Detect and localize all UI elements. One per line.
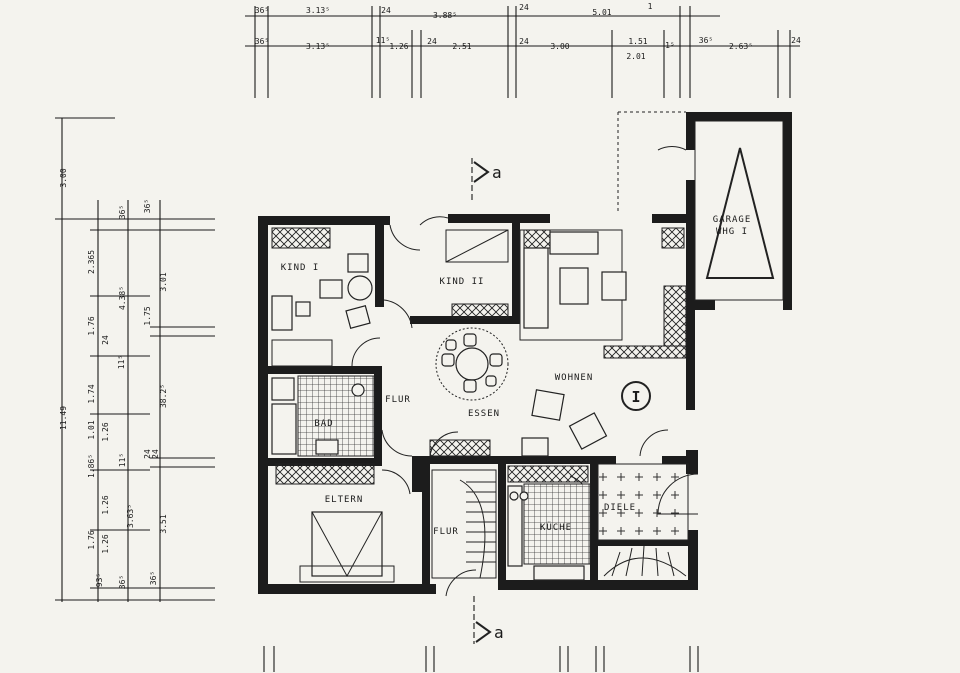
room-label-kind2: KIND II bbox=[440, 277, 485, 287]
room-label-wohnen: WOHNEN bbox=[555, 373, 594, 383]
dim-left-small-0: 36⁵ bbox=[118, 205, 127, 219]
dim-left-c3-7: 36⁵ bbox=[149, 571, 158, 585]
dim-top2-9: 2.01 bbox=[626, 52, 645, 61]
dim-left-c2-4: 3.63⁵ bbox=[126, 504, 135, 528]
dim-top1-6: 1 bbox=[648, 2, 653, 11]
dim-left-c1-5: 93⁵ bbox=[95, 573, 104, 587]
dim-top1-1: 3.13⁵ bbox=[306, 6, 330, 15]
dim-top2-0: 36⁵ bbox=[255, 37, 269, 46]
dim-left-c1-2: 1.74 bbox=[87, 384, 96, 403]
garage: GARAGE WHG I bbox=[617, 111, 792, 310]
dim-left-c2-6: 36⁵ bbox=[118, 575, 127, 589]
dim-top2-12: 2.63⁵ bbox=[729, 42, 753, 51]
dim-left-c1-1: 1.76 bbox=[87, 316, 96, 335]
left-dimension-chain: 3.00 11.49 2.365 1.76 1.74 1.86⁵ 1.76 93… bbox=[55, 117, 215, 602]
dim-left-c1-0: 2.365 bbox=[87, 250, 96, 274]
dim-left-small-3: 24 bbox=[143, 449, 152, 459]
dim-left-c3-1: 3.01 bbox=[159, 272, 168, 291]
dim-top2-3: 1.26 bbox=[389, 42, 408, 51]
dim-top2-6: 24 bbox=[519, 37, 529, 46]
dim-left-c3-3: 38.2⁵ bbox=[159, 384, 168, 408]
dim-left-c3-2: 1.75 bbox=[143, 306, 152, 325]
dim-top1-3: 3.88⁵ bbox=[433, 11, 457, 20]
dim-left-c3-5: 24 bbox=[151, 449, 160, 459]
room-label-kueche: KÜCHE bbox=[540, 522, 572, 533]
dim-left-c2-5: 1.26 bbox=[101, 534, 110, 553]
interior-walls bbox=[268, 223, 692, 586]
dim-left-c1-3: 1.86⁵ bbox=[87, 454, 96, 478]
dim-left-overall-0: 3.00 bbox=[59, 168, 68, 187]
dim-left-small-1: 1.26 bbox=[101, 495, 110, 514]
dim-top2-2: 11⁵ bbox=[376, 36, 390, 45]
dim-top1-2: 24 bbox=[381, 6, 391, 15]
room-label-flur-bottom: FLUR bbox=[433, 527, 459, 537]
dim-top1-5: 5.01 bbox=[592, 8, 611, 17]
room-label-eltern: ELTERN bbox=[325, 495, 364, 505]
dim-top2-10: 1⁵ bbox=[665, 41, 675, 50]
bottom-ticks bbox=[263, 646, 699, 672]
dim-left-c3-4: 11⁵ bbox=[117, 355, 126, 369]
room-label-flur-top: FLUR bbox=[385, 395, 411, 405]
room-label-diele: DIELE bbox=[604, 503, 636, 513]
dim-left-small-2: 11⁵ bbox=[118, 453, 127, 467]
section-mark-top: a bbox=[471, 158, 502, 200]
dim-top2-11: 36⁵ bbox=[699, 36, 713, 45]
top-dimension-ticks bbox=[254, 6, 791, 98]
furniture bbox=[271, 227, 689, 583]
section-label-bottom: a bbox=[494, 623, 504, 642]
room-label-garage-1: GARAGE bbox=[713, 215, 752, 225]
dim-left-c3-6: 3.51 bbox=[159, 514, 168, 533]
dim-top1-4: 24 bbox=[519, 3, 529, 12]
room-labels: KIND I KIND II WOHNEN ESSEN BAD FLUR ELT… bbox=[281, 263, 641, 537]
dim-left-overall-1: 11.49 bbox=[59, 406, 68, 430]
dim-left-c1-4: 1.76 bbox=[87, 530, 96, 549]
room-label-essen: ESSEN bbox=[468, 409, 500, 419]
dim-top2-8: 1.51 bbox=[628, 37, 647, 46]
dim-left-c2-2: 1.26 bbox=[101, 422, 110, 441]
top-dimension-chain: 36⁵ 3.13⁵ 24 3.88⁵ 24 5.01 1 36⁵ 3.13⁵ 1… bbox=[245, 2, 801, 98]
dim-top2-13: 24 bbox=[791, 36, 801, 45]
dim-top2-1: 3.13⁵ bbox=[306, 42, 330, 51]
section-mark-bottom: a bbox=[473, 596, 504, 644]
dim-left-c2-0: 4.38⁵ bbox=[118, 286, 127, 310]
unit-marker: I bbox=[631, 388, 640, 406]
room-label-kind1: KIND I bbox=[281, 263, 320, 273]
dim-top2-7: 3.00 bbox=[550, 42, 569, 51]
dim-left-c2-3: 1.01 bbox=[87, 420, 96, 439]
room-label-bad: BAD bbox=[314, 419, 333, 429]
dim-top1-0: 36⁵ bbox=[255, 6, 269, 15]
door-swings bbox=[351, 216, 699, 597]
dim-top2-5: 2.51 bbox=[452, 42, 471, 51]
section-label-top: a bbox=[492, 163, 502, 182]
room-label-garage-2: WHG I bbox=[716, 227, 748, 237]
dim-left-c3-0: 36⁵ bbox=[143, 199, 152, 213]
dim-top2-4: 24 bbox=[427, 37, 437, 46]
dim-left-c2-1: 24 bbox=[101, 335, 110, 345]
